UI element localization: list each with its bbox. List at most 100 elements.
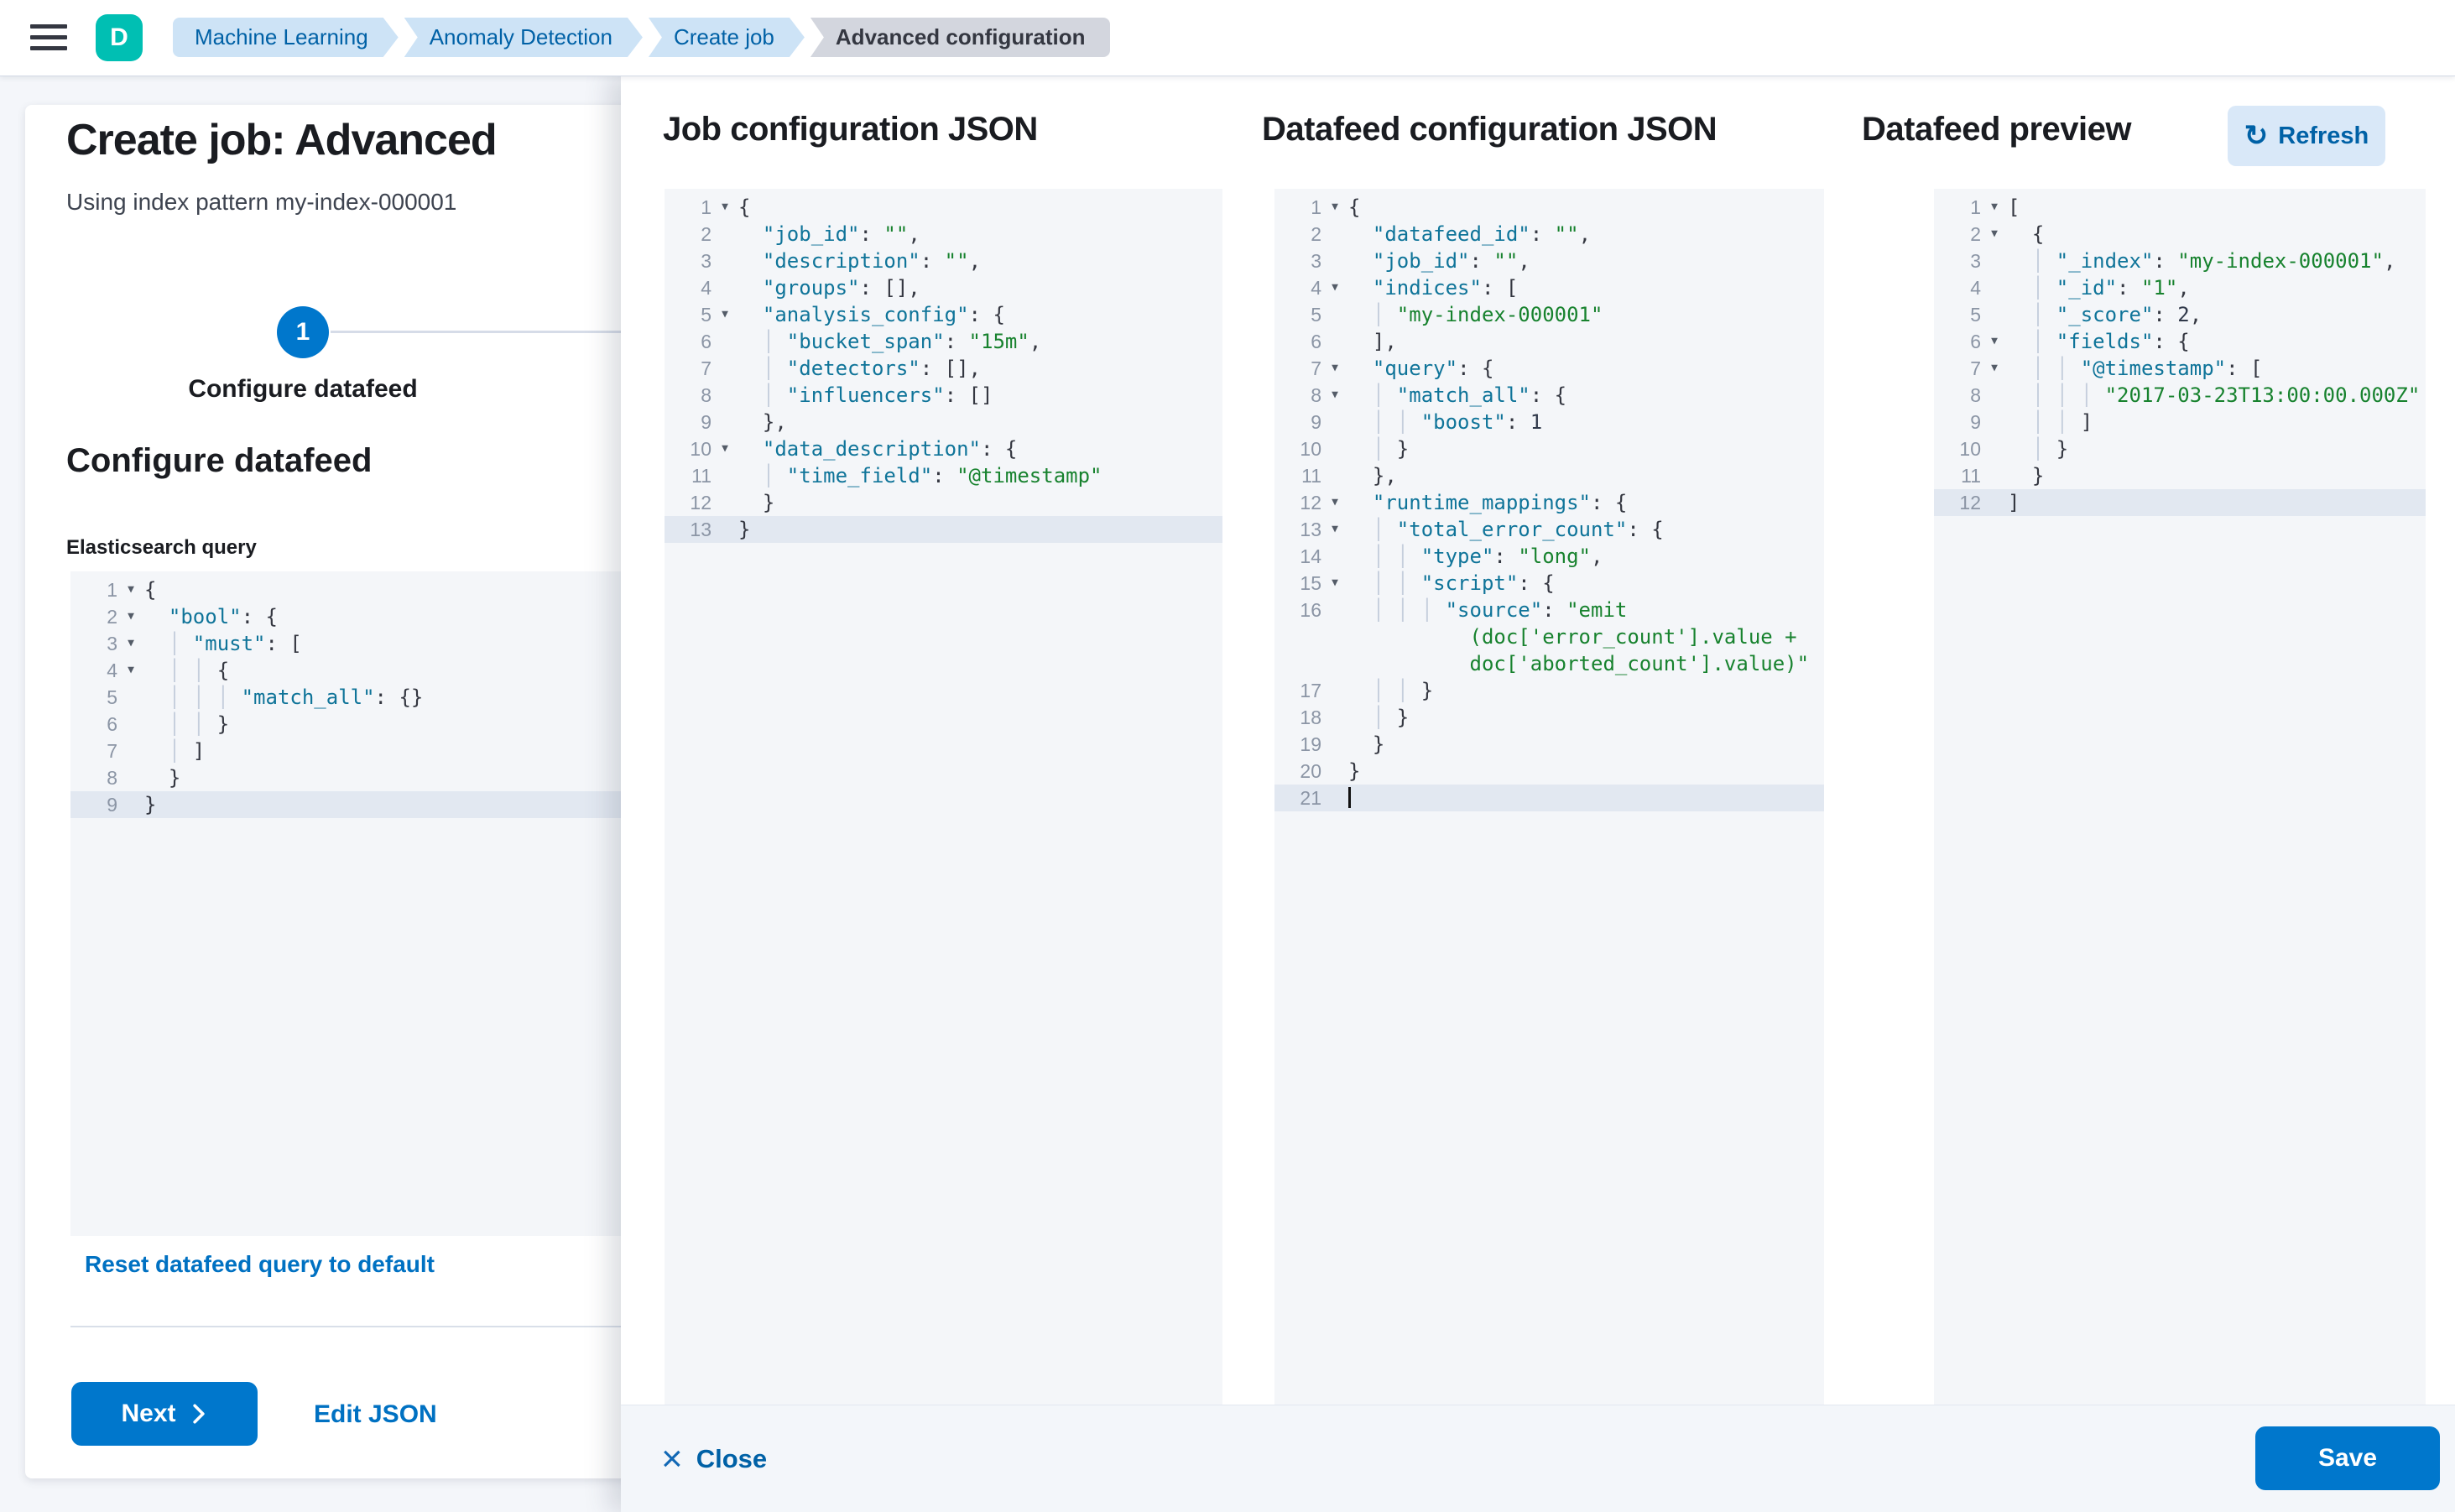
caret-down-icon[interactable]: ▼: [128, 610, 134, 623]
code-line[interactable]: 12]: [1934, 489, 2426, 516]
code-line[interactable]: (doc['error_count'].value +: [1274, 623, 1824, 650]
code-line[interactable]: 5 │ │ │ "match_all": {}: [70, 684, 1183, 711]
code-text: │ "detectors": [],: [738, 357, 981, 380]
deployment-avatar[interactable]: D: [96, 14, 143, 61]
next-button[interactable]: Next: [71, 1382, 258, 1446]
code-line[interactable]: 11 }: [1934, 462, 2426, 489]
code-line[interactable]: 18 │ }: [1274, 704, 1824, 731]
caret-down-icon[interactable]: ▼: [1332, 388, 1338, 401]
caret-down-icon[interactable]: ▼: [1332, 523, 1338, 535]
code-line[interactable]: 4 │ "_id": "1",: [1934, 274, 2426, 301]
fold-gutter: [711, 382, 738, 409]
refresh-button[interactable]: ↻ Refresh: [2228, 106, 2385, 166]
code-line[interactable]: 1▼{: [1274, 194, 1824, 221]
code-line[interactable]: 3 "description": "",: [665, 248, 1222, 274]
breadcrumb-item-create-job[interactable]: Create job: [649, 18, 805, 57]
code-line[interactable]: 6 │ │ }: [70, 711, 1183, 738]
code-line[interactable]: 16 │ │ │ "source": "emit: [1274, 597, 1824, 623]
code-line[interactable]: 2 "job_id": "",: [665, 221, 1222, 248]
caret-down-icon[interactable]: ▼: [128, 583, 134, 596]
breadcrumb-item-machine-learning[interactable]: Machine Learning: [173, 18, 399, 57]
code-line[interactable]: 8 │ "influencers": []: [665, 382, 1222, 409]
code-line[interactable]: 9 │ │ ]: [1934, 409, 2426, 435]
step-indicator-1[interactable]: 1: [277, 306, 329, 358]
code-line[interactable]: 3 "job_id": "",: [1274, 248, 1824, 274]
code-line[interactable]: 1▼{: [70, 576, 1183, 603]
fold-gutter: [711, 516, 738, 543]
line-number: 12: [690, 492, 711, 514]
code-line[interactable]: 10 │ }: [1274, 435, 1824, 462]
datafeed-preview-editor[interactable]: 1▼[2▼ {3 │ "_index": "my-index-000001",4…: [1934, 189, 2426, 1405]
code-line[interactable]: 3▼ │ "must": [: [70, 630, 1183, 657]
code-line[interactable]: 9 │ │ "boost": 1: [1274, 409, 1824, 435]
caret-down-icon[interactable]: ▼: [1332, 362, 1338, 374]
code-line[interactable]: 9 },: [665, 409, 1222, 435]
code-text: doc['aborted_count'].value)": [1469, 652, 1810, 675]
code-line[interactable]: 13}: [665, 516, 1222, 543]
code-line[interactable]: 2▼ {: [1934, 221, 2426, 248]
code-line[interactable]: 13▼ │ "total_error_count": {: [1274, 516, 1824, 543]
caret-down-icon[interactable]: ▼: [722, 442, 728, 455]
close-button[interactable]: × Close: [661, 1440, 767, 1478]
code-text: │ "_id": "1",: [2008, 276, 2190, 300]
breadcrumb-item-anomaly-detection[interactable]: Anomaly Detection: [404, 18, 643, 57]
code-line[interactable]: 7 │ ]: [70, 738, 1183, 764]
code-line[interactable]: 4▼ "indices": [: [1274, 274, 1824, 301]
code-line[interactable]: 7 │ "detectors": [],: [665, 355, 1222, 382]
code-line[interactable]: 1▼[: [1934, 194, 2426, 221]
save-button[interactable]: Save: [2255, 1426, 2440, 1490]
fold-gutter: [1981, 301, 2008, 328]
line-number: 13: [1300, 519, 1321, 540]
code-line[interactable]: 19 }: [1274, 731, 1824, 758]
code-line[interactable]: 14 │ │ "type": "long",: [1274, 543, 1824, 570]
caret-down-icon[interactable]: ▼: [722, 308, 728, 321]
code-line[interactable]: 20}: [1274, 758, 1824, 785]
code-line[interactable]: 10▼ "data_description": {: [665, 435, 1222, 462]
job-configuration-editor[interactable]: 1▼{2 "job_id": "",3 "description": "",4 …: [665, 189, 1222, 1405]
code-line[interactable]: 4▼ │ │ {: [70, 657, 1183, 684]
code-line[interactable]: 6 │ "bucket_span": "15m",: [665, 328, 1222, 355]
code-line[interactable]: 4 "groups": [],: [665, 274, 1222, 301]
hamburger-icon[interactable]: [30, 24, 67, 51]
code-line[interactable]: 11 │ "time_field": "@timestamp": [665, 462, 1222, 489]
line-number: 1: [1970, 196, 1981, 218]
caret-down-icon[interactable]: ▼: [1332, 201, 1338, 213]
code-line[interactable]: 8 │ │ │ "2017-03-23T13:00:00.000Z": [1934, 382, 2426, 409]
code-line[interactable]: 12 }: [665, 489, 1222, 516]
chevron-right-icon: [192, 1404, 205, 1424]
caret-down-icon[interactable]: ▼: [1991, 201, 1998, 213]
code-line[interactable]: 2▼ "bool": {: [70, 603, 1183, 630]
code-line[interactable]: 10 │ }: [1934, 435, 2426, 462]
code-line[interactable]: 3 │ "_index": "my-index-000001",: [1934, 248, 2426, 274]
caret-down-icon[interactable]: ▼: [1332, 576, 1338, 589]
code-text: │ "bucket_span": "15m",: [738, 330, 1042, 353]
caret-down-icon[interactable]: ▼: [722, 201, 728, 213]
code-line[interactable]: 15▼ │ │ "script": {: [1274, 570, 1824, 597]
reset-datafeed-query-link[interactable]: Reset datafeed query to default: [85, 1251, 435, 1277]
edit-json-link[interactable]: Edit JSON: [314, 1400, 437, 1428]
code-line[interactable]: 7▼ │ │ "@timestamp": [: [1934, 355, 2426, 382]
caret-down-icon[interactable]: ▼: [1332, 281, 1338, 294]
code-line[interactable]: 21: [1274, 785, 1824, 811]
code-line[interactable]: 5▼ "analysis_config": {: [665, 301, 1222, 328]
code-line[interactable]: 5 │ "my-index-000001": [1274, 301, 1824, 328]
code-line[interactable]: 1▼{: [665, 194, 1222, 221]
caret-down-icon[interactable]: ▼: [128, 637, 134, 649]
code-line[interactable]: 17 │ │ }: [1274, 677, 1824, 704]
code-line[interactable]: 6▼ │ "fields": {: [1934, 328, 2426, 355]
code-line[interactable]: 12▼ "runtime_mappings": {: [1274, 489, 1824, 516]
code-line[interactable]: 8▼ │ "match_all": {: [1274, 382, 1824, 409]
caret-down-icon[interactable]: ▼: [1991, 335, 1998, 347]
caret-down-icon[interactable]: ▼: [1991, 362, 1998, 374]
code-line[interactable]: 7▼ "query": {: [1274, 355, 1824, 382]
code-line[interactable]: 8 }: [70, 764, 1183, 791]
datafeed-configuration-editor[interactable]: 1▼{2 "datafeed_id": "",3 "job_id": "",4▼…: [1274, 189, 1824, 1405]
code-line[interactable]: doc['aborted_count'].value)": [1274, 650, 1824, 677]
caret-down-icon[interactable]: ▼: [1991, 227, 1998, 240]
caret-down-icon[interactable]: ▼: [128, 664, 134, 676]
caret-down-icon[interactable]: ▼: [1332, 496, 1338, 508]
code-line[interactable]: 6 ],: [1274, 328, 1824, 355]
code-line[interactable]: 2 "datafeed_id": "",: [1274, 221, 1824, 248]
code-line[interactable]: 11 },: [1274, 462, 1824, 489]
code-line[interactable]: 5 │ "_score": 2,: [1934, 301, 2426, 328]
